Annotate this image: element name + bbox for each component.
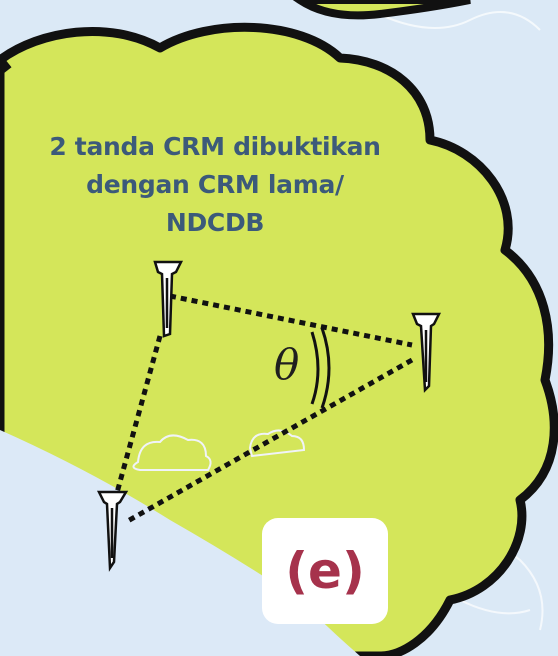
triangle-lines (112, 293, 414, 525)
figure-label-card: (e) (262, 518, 388, 624)
figure-label: (e) (285, 542, 365, 600)
left-outline (0, 57, 12, 73)
angle-arc (310, 327, 331, 409)
survey-peg-icon (411, 312, 442, 393)
angle-theta-label: θ (274, 340, 300, 389)
caption-line-3: NDCDB (165, 208, 265, 237)
caption-line-2: dengan CRM lama/ (86, 170, 344, 199)
survey-peg-icon (153, 260, 184, 338)
caption-line-1: 2 tanda CRM dibuktikan (49, 132, 381, 161)
speech-cloud (0, 22, 558, 656)
caption-text: 2 tanda CRM dibuktikan dengan CRM lama/ … (20, 128, 410, 242)
top-blob (292, 0, 471, 20)
survey-peg-icon (96, 490, 129, 572)
